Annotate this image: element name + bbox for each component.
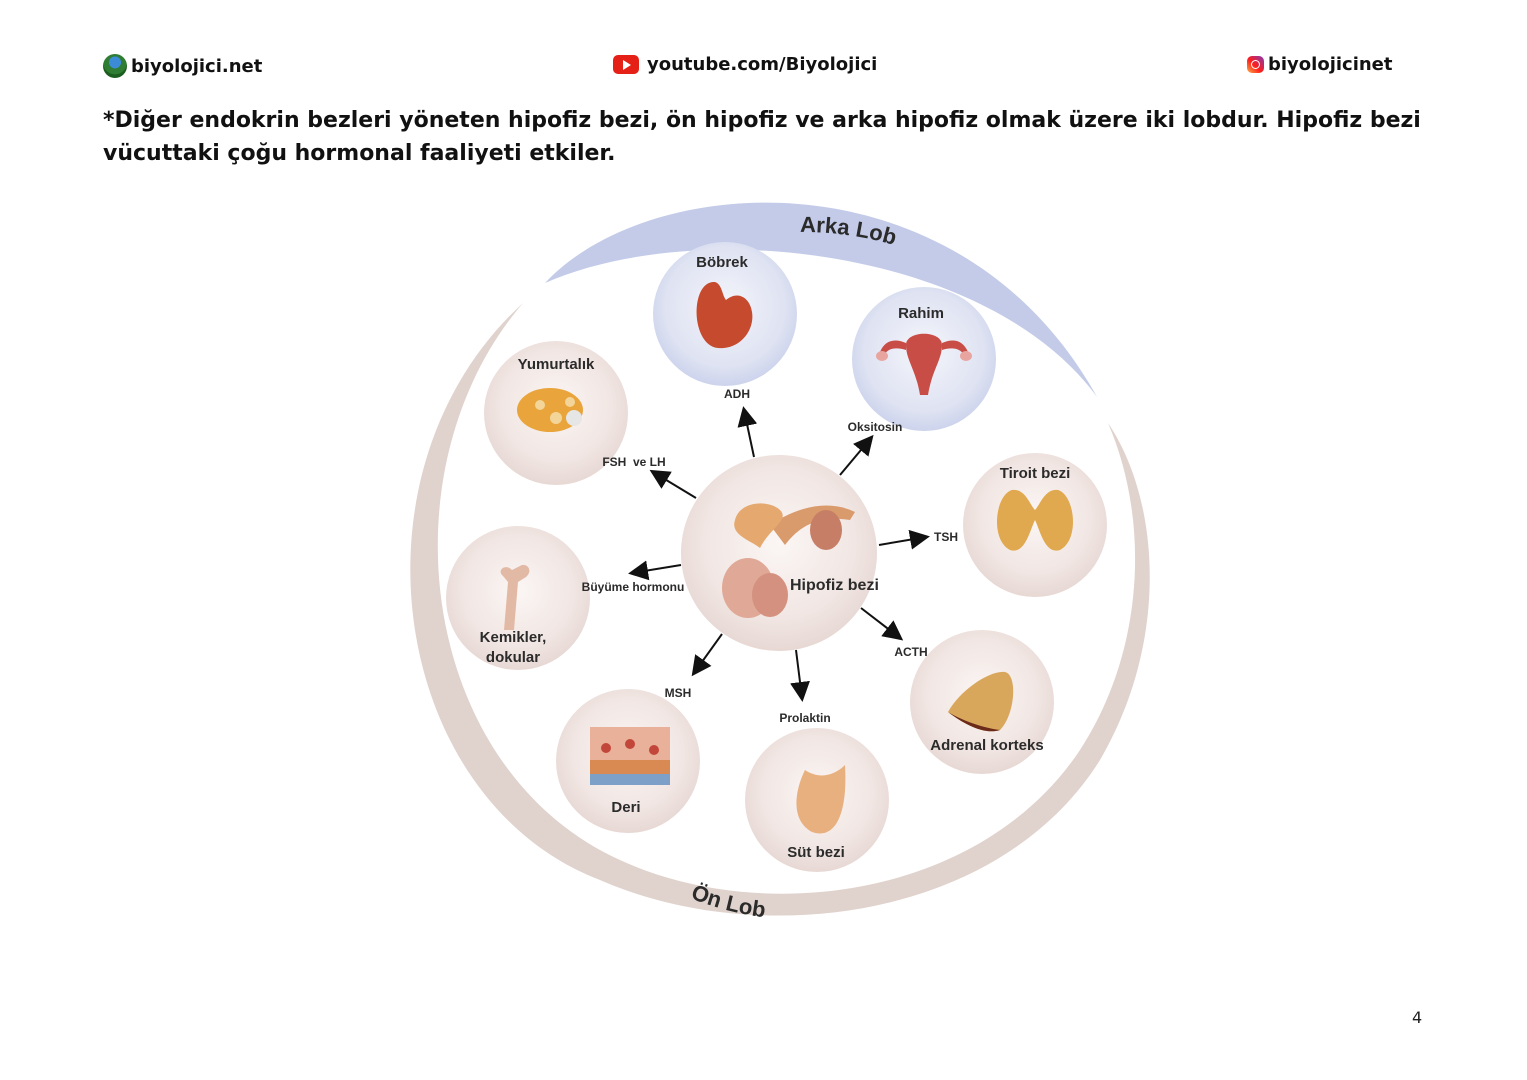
hormone-msh: MSH — [665, 686, 692, 700]
intro-paragraph: *Diğer endokrin bezleri yöneten hipofiz … — [103, 104, 1423, 170]
arrow-acth — [860, 607, 904, 641]
bobrek-node: Böbrek — [653, 242, 797, 386]
tiroit-node: Tiroit bezi — [963, 453, 1107, 597]
tiroit-label: Tiroit bezi — [1000, 465, 1071, 482]
adrenal-node: Adrenal korteks — [910, 630, 1054, 774]
arrow-msh — [691, 633, 723, 677]
instagram-header-item[interactable]: biyolojicinet — [1247, 54, 1393, 75]
youtube-channel: youtube.com/Biyolojici — [647, 54, 878, 75]
arrow-adh — [737, 406, 758, 458]
hipofiz-label: Hipofiz bezi — [790, 577, 879, 594]
skin-icon — [590, 727, 670, 785]
hormone-adh: ADH — [724, 387, 750, 401]
uterus-icon — [876, 333, 972, 395]
youtube-header-item[interactable]: youtube.com/Biyolojici — [613, 54, 877, 75]
adrenal-icon — [948, 671, 1014, 732]
deri-node: Deri — [556, 689, 700, 833]
hormone-acth: ACTH — [894, 645, 927, 659]
ovary-icon — [517, 388, 583, 432]
deri-label: Deri — [611, 799, 640, 816]
front-lobe-label: Ön Lob — [688, 879, 767, 922]
arrow-prolaktin — [790, 649, 810, 702]
page-number: 4 — [1412, 1008, 1423, 1027]
rahim-label: Rahim — [898, 305, 944, 322]
adrenal-label: Adrenal korteks — [930, 737, 1043, 754]
arrow-buyume — [628, 560, 682, 581]
yumurtalik-label: Yumurtalık — [518, 356, 595, 373]
hormone-tsh: TSH — [934, 530, 958, 544]
arrow-oksitosin — [839, 434, 874, 476]
site-header-item[interactable]: biyolojici.net — [103, 54, 262, 78]
intro-bold-text: ön hipofiz ve arka hipofiz — [665, 108, 979, 133]
hormone-prolaktin: Prolaktin — [779, 711, 830, 725]
hormone-fsh-lh: FSH ve LH — [602, 455, 665, 469]
kemik-label-2: dokular — [486, 649, 540, 666]
bone-icon — [500, 564, 530, 630]
site-name: biyolojici.net — [131, 55, 263, 77]
instagram-handle: biyolojicinet — [1268, 54, 1393, 75]
hipofiz-node: Hipofiz bezi — [681, 455, 879, 651]
instagram-icon — [1247, 56, 1264, 73]
hormone-arrows — [628, 406, 930, 702]
thyroid-icon — [997, 489, 1073, 551]
youtube-icon — [613, 55, 639, 74]
kemik-label-1: Kemikler, — [480, 629, 547, 646]
hormone-buyume: Büyüme hormonu — [582, 580, 685, 594]
pituitary-icon — [722, 503, 855, 618]
kemik-node: Kemikler, dokular — [446, 526, 590, 670]
breast-icon — [796, 765, 846, 834]
sut-node: Süt bezi — [745, 728, 889, 872]
intro-text-1: *Diğer endokrin bezleri yöneten hipofiz … — [103, 108, 666, 133]
arrow-tsh — [878, 529, 930, 550]
back-lobe-arc — [545, 202, 1097, 397]
yumurtalik-node: Yumurtalık — [484, 341, 628, 485]
site-logo-icon — [103, 54, 127, 78]
sut-label: Süt bezi — [787, 844, 845, 861]
bobrek-label: Böbrek — [696, 254, 748, 271]
hormone-labels: ADH Oksitosin TSH ACTH Prolaktin MSH Büy… — [582, 387, 958, 725]
hormone-oksitosin: Oksitosin — [848, 420, 903, 434]
arrow-fsh-lh — [649, 469, 697, 499]
intro-text-2: olmak üzere iki lobdur. Hipofiz bezi vüc… — [103, 108, 1421, 166]
rahim-node: Rahim — [852, 287, 996, 431]
kidney-icon — [696, 281, 753, 349]
